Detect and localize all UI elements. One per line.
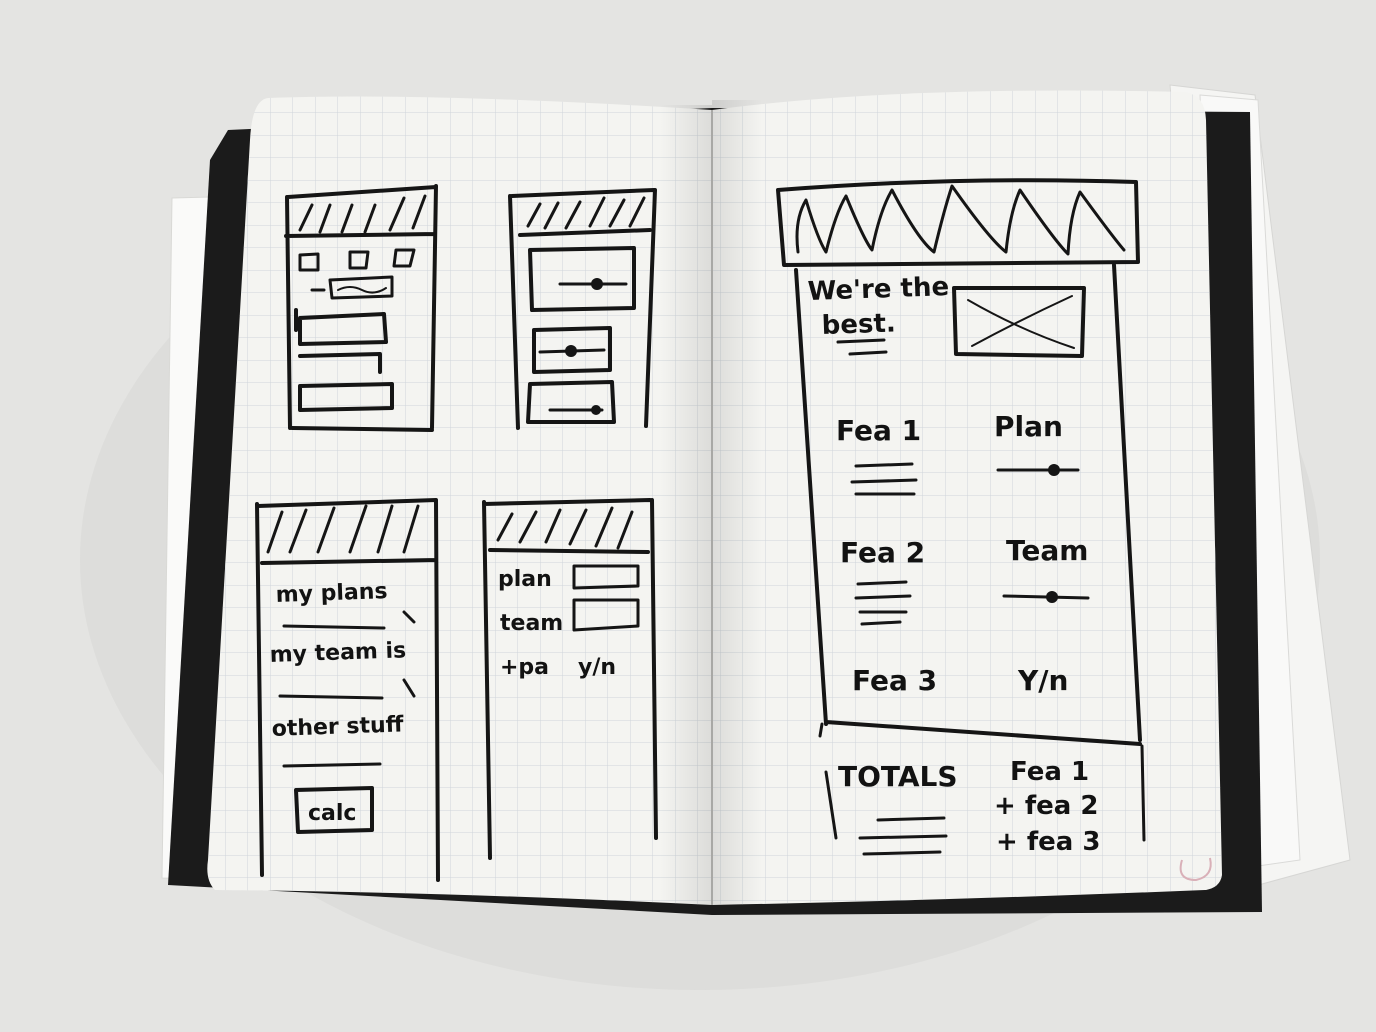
sketch-d-label-yn: y/n (578, 655, 616, 680)
detail-heading-line2: best. (821, 308, 896, 341)
sketch-b-calc-button-frame (294, 786, 374, 834)
detail-heading-line1: We're the (807, 272, 949, 307)
sketch-a (284, 184, 438, 432)
detail-totals-sum-2: + fea 2 (994, 791, 1098, 821)
sketch-b-calc-button: calc (308, 801, 356, 826)
detail-control-1: Plan (994, 410, 1063, 443)
sketch-b-label-other: other stuff (271, 712, 405, 742)
right-gutter-shadow (712, 100, 762, 905)
left-gutter-shadow (660, 105, 712, 905)
detail-slider-2 (1002, 591, 1090, 603)
sketch-detail: We're the best. Fea 1 Plan Fea 2 Team Fe… (776, 178, 1146, 857)
eraser-mark (1179, 857, 1212, 882)
detail-totals-sum-3: + fea 3 (996, 827, 1100, 857)
sketch-d-label-team: team (500, 611, 563, 636)
sketch-d-label-plan: plan (498, 567, 552, 592)
sketch-b-label-team: my team is (269, 638, 406, 668)
detail-feature-1: Fea 1 (836, 414, 921, 447)
detail-feature-3: Fea 3 (852, 664, 937, 697)
sketch-b-label-plans: my plans (275, 579, 388, 608)
detail-control-2: Team (1006, 534, 1088, 567)
sketch-d: plan team +pa y/n (482, 498, 658, 860)
detail-control-3: Y/n (1017, 664, 1068, 697)
sketch-d-label-pa: +pa (500, 655, 549, 680)
detail-slider-1 (996, 464, 1080, 476)
detail-totals-label: TOTALS (838, 760, 958, 793)
sketch-c (508, 188, 657, 430)
sketch-b: my plans my team is other stuff calc (255, 498, 440, 882)
detail-feature-2: Fea 2 (840, 536, 925, 569)
detail-totals-sum-1: Fea 1 (1010, 757, 1089, 787)
detail-image-placeholder (952, 286, 1086, 358)
